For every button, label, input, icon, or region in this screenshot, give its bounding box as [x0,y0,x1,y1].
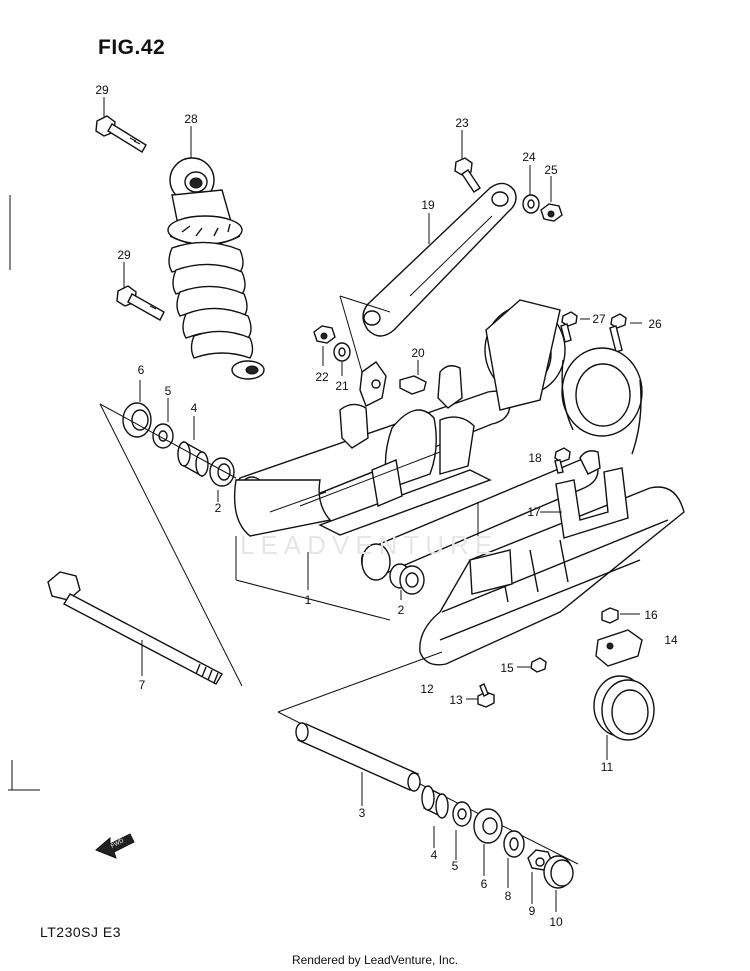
callout-15: 15 [500,661,514,675]
callout-10: 10 [549,915,563,929]
bolt-20 [359,360,427,407]
swing-arm-1 [233,299,643,581]
screw-15 [517,657,547,673]
bolt-27 [560,311,590,343]
bearing-set-right [421,785,574,912]
callout-17: 17 [527,505,541,519]
bracket-17 [540,467,629,539]
chain-guard-12 [419,486,685,666]
callout-20: 20 [411,346,425,360]
render-credit: Rendered by LeadVenture, Inc. [291,953,459,967]
pivot-bolt-7 [47,571,223,685]
model-code: LT230SJ E3 [40,924,122,940]
callout-3: 3 [358,806,366,820]
figure-title: FIG.42 [98,36,166,59]
bolt-29-top [95,97,147,153]
callout-2-left: 2 [214,501,222,515]
cushion-rod-19 [362,182,517,337]
callout-4-left: 4 [190,401,198,415]
bolt-29-lower [116,262,165,321]
callout-22: 22 [315,370,329,384]
bolt-23 [454,130,481,193]
callout-9: 9 [528,904,536,918]
callout-24: 24 [522,150,536,164]
callout-5-left: 5 [164,384,172,398]
bolt-13 [466,683,495,708]
callout-29-lower: 29 [117,248,131,262]
callout-6-right: 6 [480,877,488,891]
callout-26: 26 [648,317,662,331]
boot-11 [593,675,655,760]
callout-18: 18 [528,451,542,465]
callout-23: 23 [455,116,469,130]
callout-2-right: 2 [397,603,405,617]
bolt-26 [609,313,642,353]
callout-6-left: 6 [137,363,145,377]
bearing-2-right [389,563,425,600]
fwd-arrow-icon: FWD [95,833,135,859]
nut-16 [601,607,640,624]
callout-1: 1 [304,593,312,607]
callout-29-top: 29 [95,83,109,97]
shaft-3 [295,722,421,806]
callout-19: 19 [421,198,435,212]
scan-edge-marks [8,195,40,791]
callout-28: 28 [184,112,198,126]
callout-11: 11 [600,760,614,774]
callout-7: 7 [138,678,146,692]
nut-22 [313,325,336,366]
nut-25 [540,176,563,222]
clip-14 [595,629,643,667]
watermark: LEADVENTURE [240,530,499,560]
bolt-18 [554,447,571,474]
callout-14: 14 [664,633,678,647]
callout-27: 27 [592,312,606,326]
washer-21 [333,342,351,376]
callout-4-right: 4 [430,848,438,862]
callout-21: 21 [335,379,349,393]
callout-12: 12 [420,682,434,696]
callout-25: 25 [544,163,558,177]
callout-16: 16 [644,608,658,622]
shock-absorber-28 [167,126,265,380]
callout-8: 8 [504,889,512,903]
washer-24 [522,165,540,214]
callout-13: 13 [449,693,463,707]
callout-5-right: 5 [451,859,459,873]
